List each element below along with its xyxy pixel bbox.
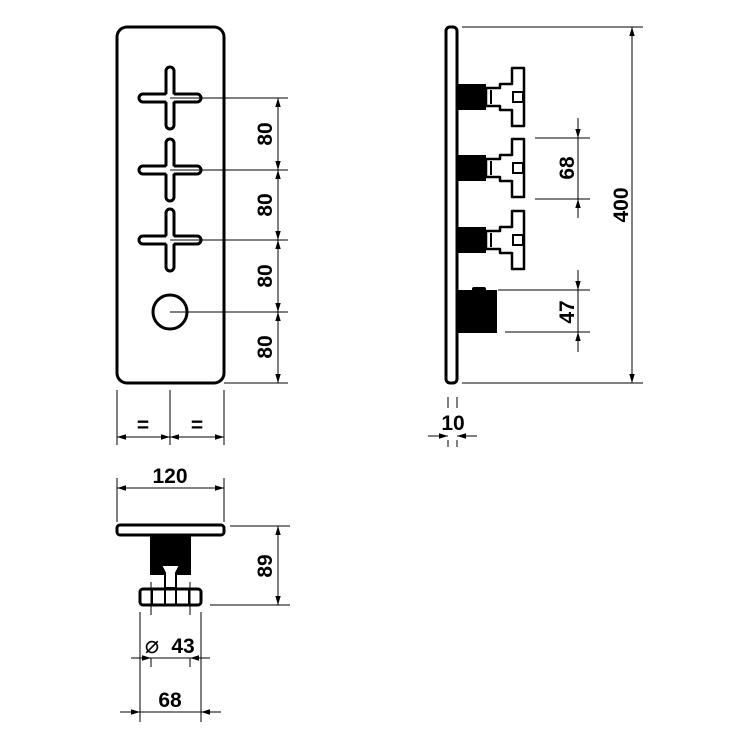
- side-handle-3: [456, 209, 526, 271]
- dim-spacing-3: 80: [254, 264, 277, 287]
- dim-diameter: 43: [171, 635, 194, 658]
- top-handle: [138, 587, 203, 607]
- dim-height: 400: [610, 187, 633, 222]
- side-view: 400 68 47 10: [428, 25, 643, 447]
- dim-spacing-2: 80: [254, 193, 277, 216]
- dim-equal-left: =: [137, 414, 149, 437]
- top-view: 89 ⌀ 43 68: [115, 523, 290, 722]
- diameter-symbol: ⌀: [145, 632, 159, 659]
- front-plate: [115, 25, 226, 385]
- dim-spacing-1: 80: [254, 122, 277, 145]
- dim-depth: 89: [254, 554, 277, 577]
- dim-handle-depth: 68: [556, 156, 579, 180]
- side-handle-2: [456, 137, 526, 199]
- side-plate: [444, 25, 459, 385]
- side-handle-1: [456, 66, 526, 128]
- dim-spacing-4: 80: [254, 335, 277, 358]
- thermostat-body: [458, 290, 497, 333]
- dim-knob-depth: 47: [556, 300, 579, 323]
- dim-width: 120: [152, 465, 187, 488]
- dim-plate-thickness: 10: [441, 412, 464, 435]
- top-plate: [115, 523, 226, 537]
- front-view: 80 80 80 80 = = 120: [115, 25, 288, 522]
- dim-handle-width: 68: [158, 689, 182, 712]
- dim-equal-right: =: [191, 414, 203, 437]
